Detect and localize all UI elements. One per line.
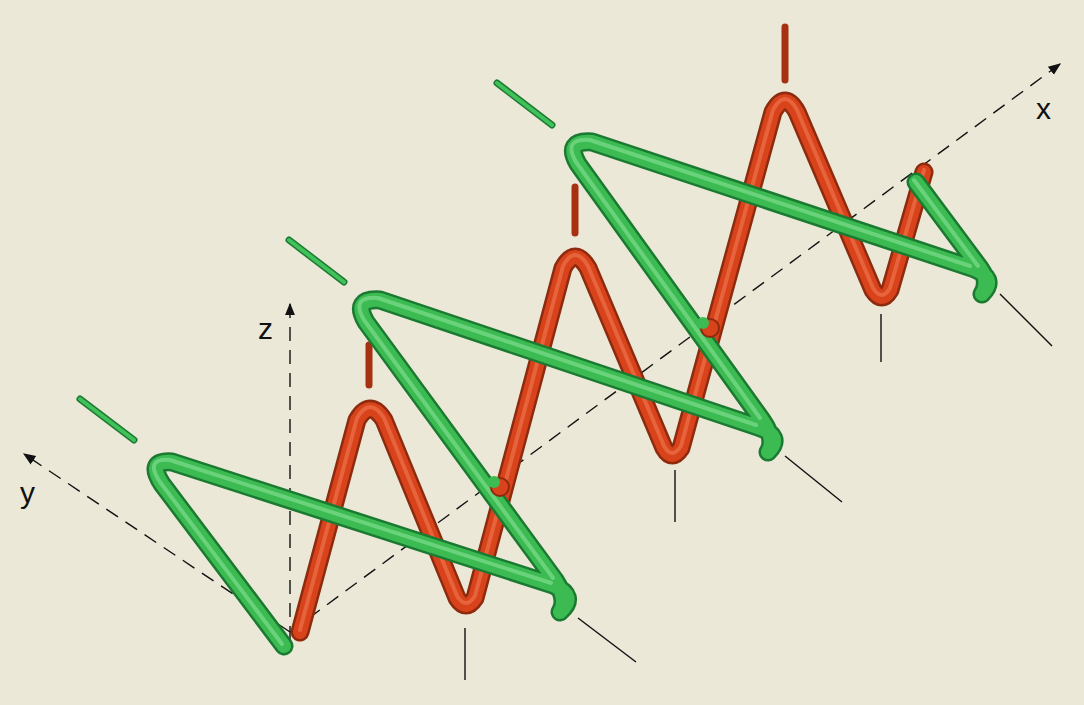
green-wire [154,140,988,646]
z-tick [674,470,675,522]
junctions [488,317,719,496]
green-marks [80,83,552,440]
z-axis [289,304,290,640]
y-tick [578,618,636,662]
z-tick [464,628,465,680]
axes [24,64,1060,680]
y-tick [785,456,842,502]
y-tick [1000,294,1052,346]
axis-label: x [1036,94,1051,124]
axis-label: z [258,314,273,344]
z-tick [880,314,881,362]
green-marks-highlight [80,83,552,440]
axis-label: y [20,478,35,508]
